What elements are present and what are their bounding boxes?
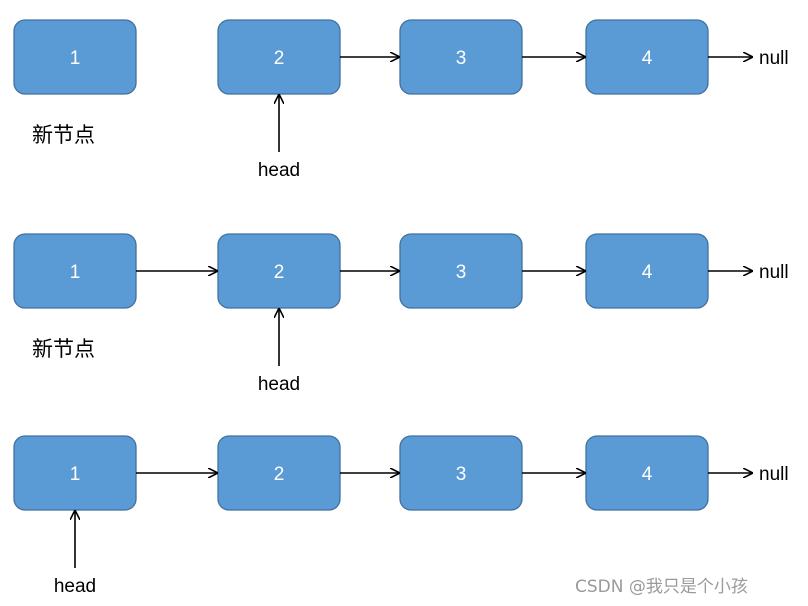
null-label: null (759, 262, 789, 283)
head-label: head (258, 374, 300, 395)
list-panel-1: 1 2 3 4 null 新节点 head (13, 19, 789, 181)
list-node-label: 2 (274, 464, 285, 485)
list-node-label: 3 (456, 464, 467, 485)
list-node-label: 4 (642, 262, 653, 283)
null-label: null (759, 48, 789, 69)
watermark: CSDN @我只是个小孩 (575, 577, 748, 597)
list-node-label: 1 (70, 262, 81, 283)
list-node-label: 1 (70, 48, 81, 69)
list-node-label: 3 (456, 262, 467, 283)
list-panel-3: 1 2 3 4 null head (13, 435, 789, 597)
list-node-label: 1 (70, 464, 81, 485)
list-panel-2: 1 2 3 4 null 新节点 head (13, 233, 789, 395)
null-label: null (759, 464, 789, 485)
new-node-label: 新节点 (32, 337, 95, 361)
list-node-label: 4 (642, 464, 653, 485)
head-label: head (54, 576, 96, 597)
list-node-label: 2 (274, 48, 285, 69)
list-node-label: 4 (642, 48, 653, 69)
head-label: head (258, 160, 300, 181)
new-node-label: 新节点 (32, 123, 95, 147)
list-node-box (13, 19, 137, 95)
list-node-label: 2 (274, 262, 285, 283)
list-node-label: 3 (456, 48, 467, 69)
